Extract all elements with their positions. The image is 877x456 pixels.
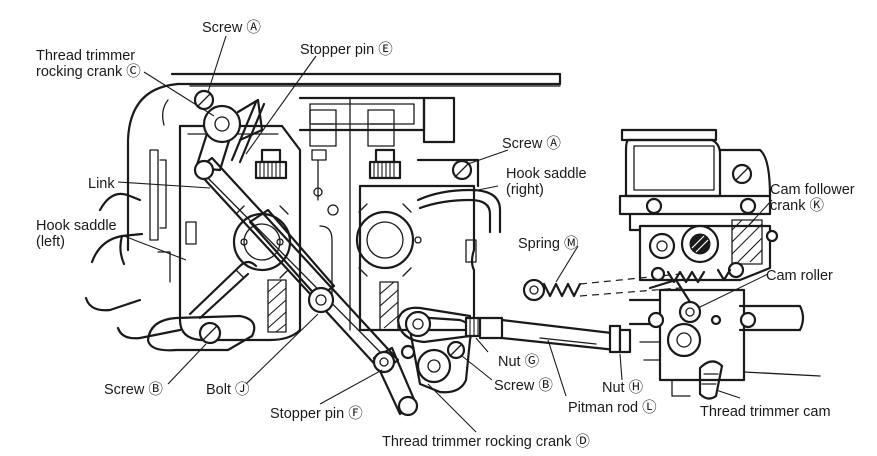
label-cam-follower-line2: crank Ⓚ <box>770 197 824 214</box>
label-hook-saddle-left-line1: Hook saddle <box>36 218 117 234</box>
label-screw-a-right: Screw Ⓐ <box>502 135 561 152</box>
label-hook-saddle-right-line2: (right) <box>506 182 544 198</box>
hook-saddle-right <box>355 158 502 332</box>
thumb-screw-left <box>254 148 288 180</box>
label-nut-g: Nut Ⓖ <box>498 353 539 370</box>
label-trimmer-crank-d: Thread trimmer rocking crank Ⓓ <box>382 433 590 450</box>
label-bolt-j: Bolt Ⓙ <box>206 381 250 398</box>
cam-spring-right <box>666 268 732 284</box>
spring-m-part <box>522 273 681 302</box>
label-nut-h: Nut Ⓗ <box>602 379 643 396</box>
label-stopper-pin-f: Stopper pin Ⓕ <box>270 405 363 422</box>
label-spring-m: Spring Ⓜ <box>518 235 578 252</box>
stopper-pin-e-part <box>230 100 266 164</box>
nut-g-clevis <box>396 306 482 344</box>
screw-a-right-part <box>451 159 473 181</box>
machine-bed-housing <box>84 72 562 340</box>
cam-follower-crank-k-part <box>638 219 779 282</box>
centre-frame <box>298 96 456 331</box>
label-cam-roller: Cam roller <box>766 268 833 284</box>
label-link: Link <box>88 176 115 192</box>
thread-trimmer-cam-part <box>628 288 821 400</box>
label-pitman-rod-l: Pitman rod Ⓛ <box>568 399 657 416</box>
label-stopper-pin-e: Stopper pin Ⓔ <box>300 41 393 58</box>
screw-b-left-part <box>146 260 258 352</box>
bolt-j-part <box>307 286 335 314</box>
thumb-screw-right <box>368 148 402 180</box>
label-trimmer-crank-c-line2: rocking crank Ⓒ <box>36 63 141 80</box>
label-thread-trimmer-cam: Thread trimmer cam <box>700 404 831 420</box>
label-hook-saddle-right-line1: Hook saddle <box>506 166 587 182</box>
label-screw-a-top: Screw Ⓐ <box>202 19 261 36</box>
callout-labels: Screw Ⓐ Stopper pin Ⓔ Thread trimmer roc… <box>36 19 855 450</box>
leader-lines <box>117 35 773 433</box>
pitman-rod-l-part <box>478 316 632 354</box>
label-cam-follower-line1: Cam follower <box>770 182 855 198</box>
label-trimmer-crank-c-line1: Thread trimmer <box>36 48 135 64</box>
label-hook-saddle-left-line2: (left) <box>36 234 65 250</box>
cam-mechanism-block <box>618 128 772 232</box>
label-screw-b-right: Screw Ⓑ <box>494 377 553 394</box>
label-screw-b-left: Screw Ⓑ <box>104 381 163 398</box>
cam-roller-part <box>648 278 702 324</box>
rocking-crank-d-part <box>372 316 472 417</box>
